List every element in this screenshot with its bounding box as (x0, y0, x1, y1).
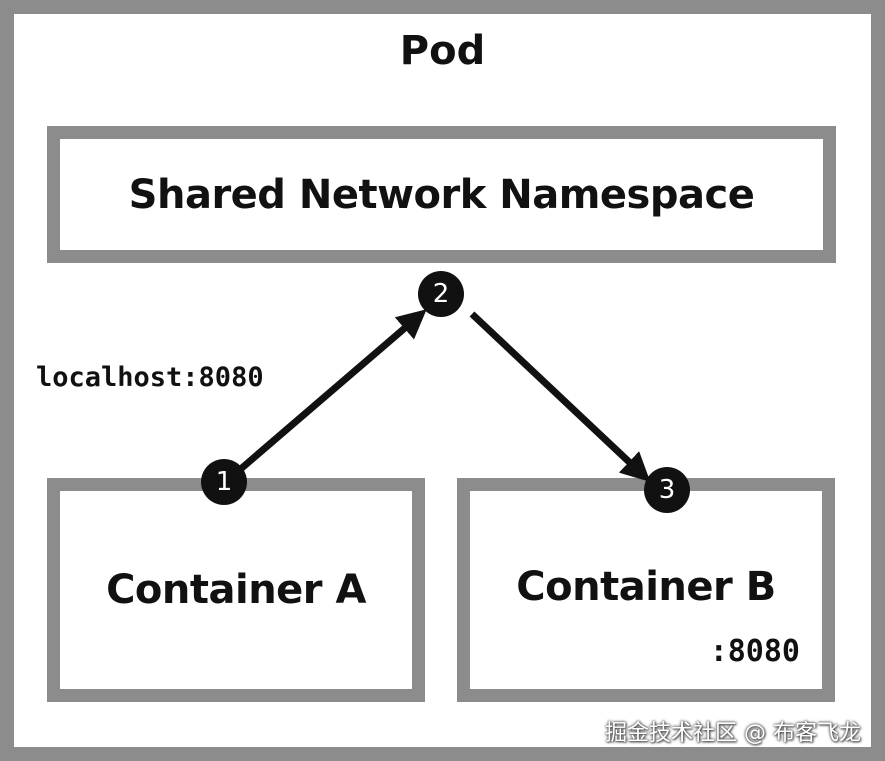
container-a-box: Container A (47, 478, 425, 702)
step-1-marker: 1 (201, 459, 247, 505)
arrow-1-to-2 (233, 309, 427, 476)
container-a-label: Container A (106, 567, 366, 613)
container-b-label: Container B (516, 564, 776, 610)
step-3-marker: 3 (644, 467, 690, 513)
namespace-label: Shared Network Namespace (128, 171, 755, 218)
step-2-marker: 2 (418, 271, 464, 317)
pod-title: Pod (399, 28, 486, 74)
localhost-endpoint-label: localhost:8080 (36, 362, 264, 393)
arrow-2-to-3 (469, 311, 651, 483)
shared-network-namespace-box: Shared Network Namespace (47, 126, 836, 263)
watermark: 掘金技术社区 @ 布客飞龙 (605, 721, 861, 746)
container-b-box: Container B :8080 (457, 478, 835, 702)
container-b-port: :8080 (709, 634, 800, 669)
